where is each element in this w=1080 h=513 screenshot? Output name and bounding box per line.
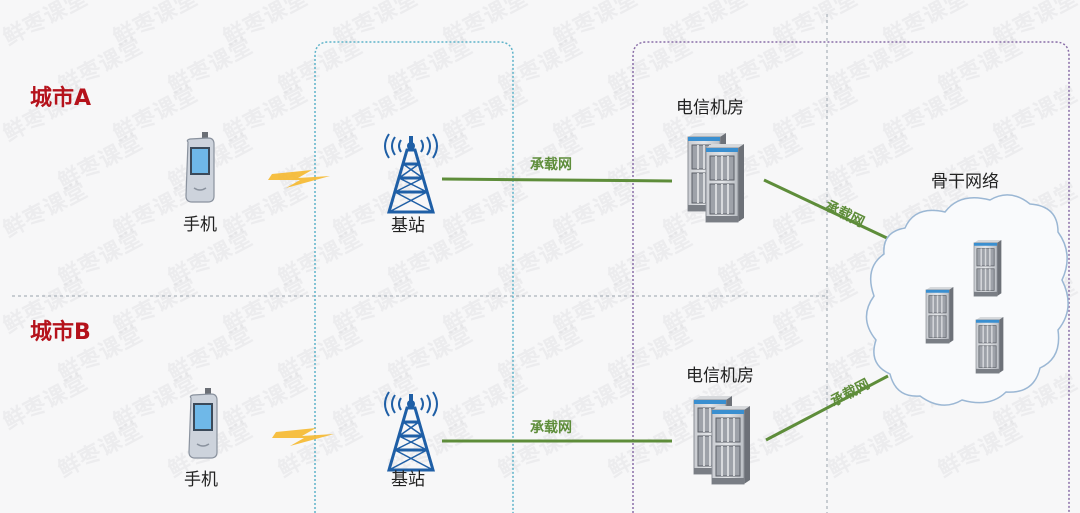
phone-icon-city-b xyxy=(188,387,218,459)
phone-label-city-a: 手机 xyxy=(183,215,217,235)
core-network-box xyxy=(632,41,1070,513)
phone-label-city-b: 手机 xyxy=(184,470,218,490)
bearer-network-label-city-a: 承载网 xyxy=(530,157,572,173)
base-station-label-city-a: 基站 xyxy=(391,216,425,236)
bearer-network-link-city-a xyxy=(441,177,673,183)
phone-icon-city-a xyxy=(185,131,215,203)
backbone-server-icon-3 xyxy=(975,316,1005,374)
base-station-tower-icon-city-b xyxy=(383,390,439,472)
backbone-cloud-icon xyxy=(865,194,1069,406)
telecom-room-server-icon-city-b-2 xyxy=(711,405,751,485)
city-b-label: 城市B xyxy=(30,320,91,345)
bearer-uplink-city-b xyxy=(765,374,889,442)
wireless-lightning-icon-city-b xyxy=(272,428,334,446)
telecom-room-label-city-b: 电信机房 xyxy=(686,366,754,386)
wireless-lightning-icon-city-a xyxy=(268,170,330,188)
city-a-label: 城市A xyxy=(30,86,92,111)
backbone-server-icon-2 xyxy=(925,286,955,344)
backbone-network-label: 骨干网络 xyxy=(931,172,999,192)
base-station-tower-icon-city-a xyxy=(383,132,439,214)
telecom-room-server-icon-city-a-2 xyxy=(705,143,745,223)
access-network-box xyxy=(314,41,514,513)
bearer-network-label-city-b: 承载网 xyxy=(530,420,572,436)
telecom-room-label-city-a: 电信机房 xyxy=(676,98,744,118)
bearer-uplink-city-a xyxy=(763,178,890,241)
backbone-server-icon-1 xyxy=(973,239,1003,297)
base-station-label-city-b: 基站 xyxy=(391,470,425,490)
